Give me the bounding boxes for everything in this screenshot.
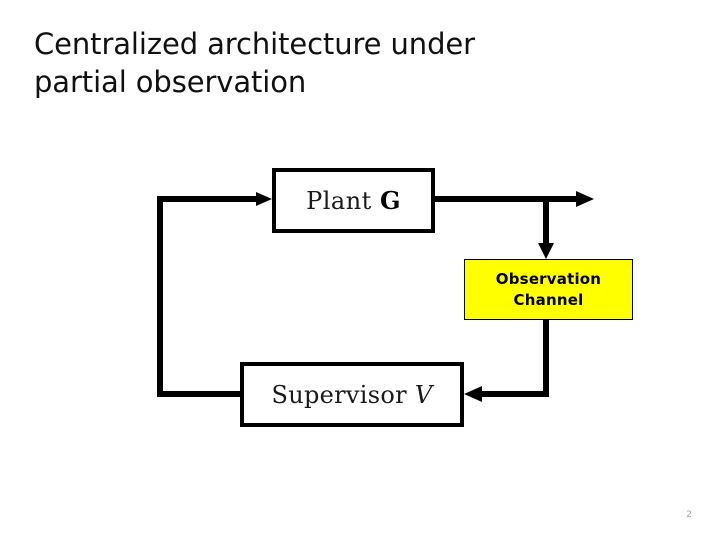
edge-plant-to-observation: [538, 199, 554, 259]
plant-node-label-text: Plant: [306, 187, 380, 215]
page-title: Centralized architecture under partial o…: [34, 27, 475, 99]
edge-supervisor-to-plant: [157, 192, 272, 397]
arrowhead-into-supervisor: [464, 386, 482, 402]
arrowhead-into-observation: [538, 243, 554, 259]
supervisor-node-label-text: Supervisor: [271, 380, 415, 409]
observation-channel-label: Observation Channel: [495, 270, 602, 309]
arrowhead-plant-output: [576, 191, 594, 207]
edge-plant-output: [435, 191, 594, 207]
supervisor-node: Supervisor V: [240, 362, 464, 427]
plant-node: Plant G: [272, 168, 435, 233]
supervisor-node-symbol: V: [414, 380, 433, 409]
plant-node-symbol: G: [379, 186, 401, 215]
observation-channel-node: Observation Channel: [464, 259, 633, 320]
supervisor-node-label: Supervisor V: [272, 381, 433, 409]
arrowhead-into-plant: [256, 192, 272, 206]
plant-node-label: Plant G: [306, 186, 401, 215]
page-number: 2: [686, 510, 692, 520]
edge-observation-to-supervisor: [464, 320, 549, 402]
